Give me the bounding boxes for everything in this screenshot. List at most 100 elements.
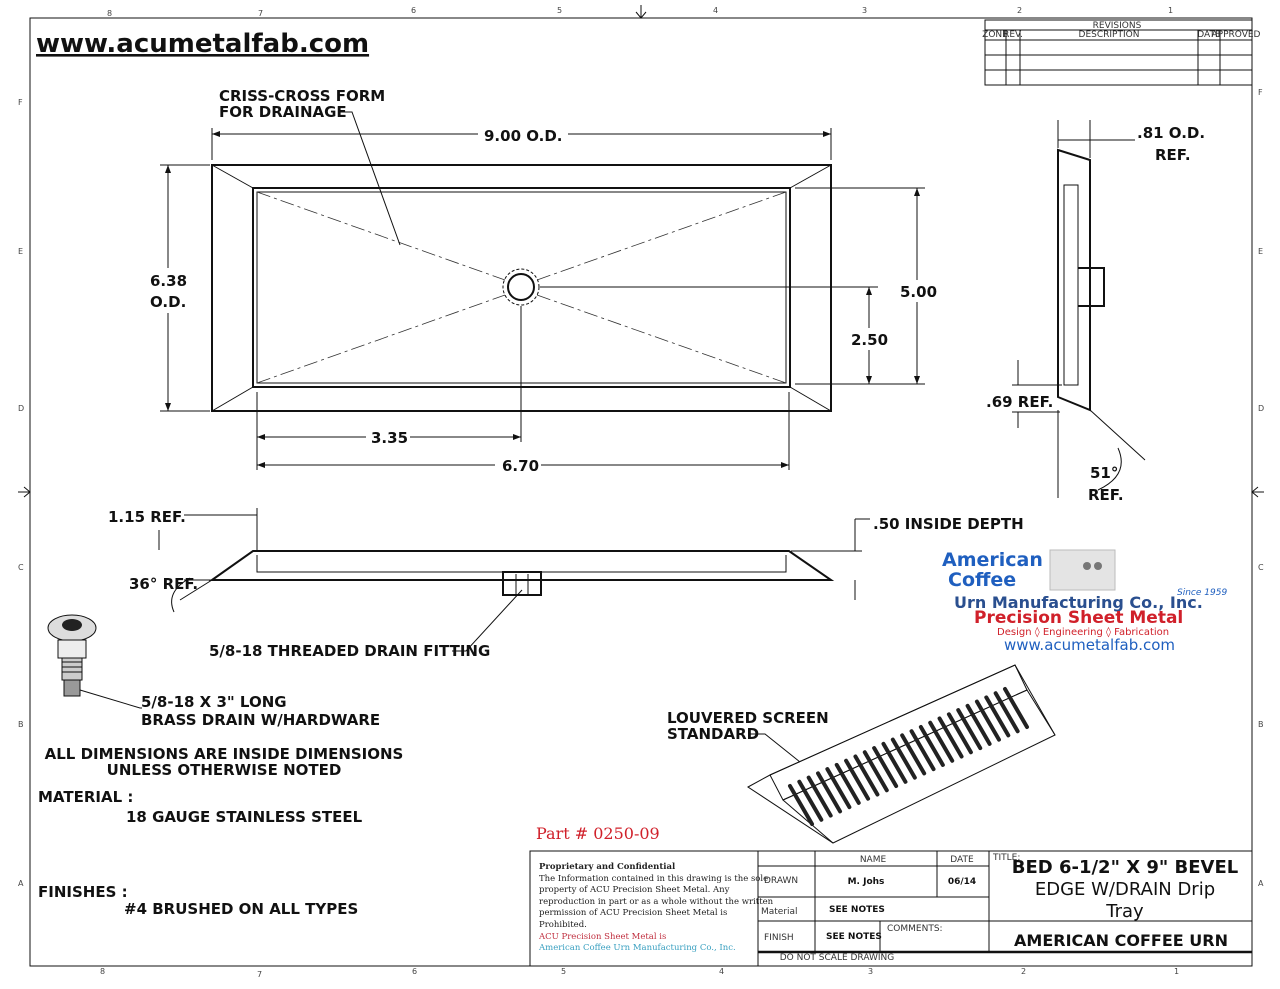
zone-a-right: A	[1258, 879, 1264, 888]
rev-col-date: DATE	[1197, 30, 1221, 40]
zone-f: F	[18, 98, 23, 107]
zone-1: 1	[1168, 6, 1173, 15]
zone-1-bottom: 1	[1174, 967, 1179, 976]
louver-slot	[890, 737, 917, 780]
rev-col-zone: ZONE	[982, 30, 1008, 40]
zone-7-bottom: 7	[257, 970, 262, 979]
callout-drainage: FOR DRAINAGE	[219, 103, 347, 121]
louver-slot	[900, 733, 927, 776]
drain-hole-outer	[502, 268, 540, 306]
confidential-line: permission of ACU Precision Sheet Metal …	[539, 908, 727, 918]
zone-4: 4	[713, 6, 718, 15]
louver-slot	[881, 741, 908, 784]
dim-ref-115: 1.15 REF.	[108, 508, 186, 526]
zone-e: E	[18, 247, 23, 256]
brass-drain-label: 5/8-18 X 3" LONG	[141, 693, 287, 711]
louver-slots	[788, 687, 1029, 826]
zone-b: B	[18, 720, 24, 729]
louver-slot	[956, 708, 983, 751]
louvered-screen-iso	[747, 664, 1056, 844]
website-header[interactable]: www.acumetalfab.com	[36, 29, 369, 59]
louver-slot	[909, 729, 936, 772]
dim-half-height: 2.50	[851, 331, 888, 349]
confidential-line: Prohibited.	[539, 920, 587, 930]
callout-drain-fitting: 5/8-18 THREADED DRAIN FITTING	[209, 642, 490, 660]
acu-line-2: American Coffee Urn Manufacturing Co., I…	[538, 943, 736, 953]
louver-slot	[937, 716, 964, 759]
finishes-value: #4 BRUSHED ON ALL TYPES	[124, 900, 358, 918]
top-view: 9.00 O.D. 6.38 O.D. 5.00 2.50 3.35 6.70 …	[150, 87, 937, 475]
tb-finish-label: FINISH	[764, 933, 794, 943]
zone-6-bottom: 6	[412, 967, 417, 976]
zone-5-bottom: 5	[561, 967, 566, 976]
dim-height-od-label: O.D.	[150, 293, 186, 311]
zone-7: 7	[258, 9, 263, 18]
front-view: 1.15 REF. 36° REF. .50 INSIDE DEPTH 5/8-…	[108, 508, 1024, 660]
side-view: .81 O.D. REF. .69 REF. 51° REF.	[986, 120, 1205, 504]
logo-tagline: Precision Sheet Metal	[974, 608, 1183, 628]
zone-3: 3	[862, 6, 867, 15]
material-value: 18 GAUGE STAINLESS STEEL	[126, 808, 363, 826]
logo-url[interactable]: www.acumetalfab.com	[1004, 636, 1175, 654]
logo-since: Since 1959	[1177, 588, 1227, 598]
logo-urn: Urn Manufacturing Co., Inc.	[954, 593, 1203, 612]
louver-slot	[834, 762, 861, 805]
louver-slot	[806, 775, 833, 818]
louver-slot	[872, 746, 899, 789]
company-name: AMERICAN COFFEE URN	[1014, 931, 1228, 950]
logo-coffee: Coffee	[948, 569, 1016, 591]
center-mark-right	[1251, 486, 1264, 498]
urn-image	[1049, 549, 1116, 591]
tb-material-label: Material	[761, 907, 798, 917]
louver-slot	[1003, 687, 1029, 729]
zone-2: 2	[1017, 6, 1022, 15]
callout-criss-cross: CRISS-CROSS FORM	[219, 87, 385, 105]
rev-col-approved: APPROVED	[1212, 30, 1261, 40]
brass-drain-illustration	[47, 614, 142, 709]
dim-angle-36: 36° REF.	[129, 575, 198, 593]
logo-services: Design ◊ Engineering ◊ Fabrication	[997, 626, 1169, 638]
dim-side-od-ref: REF.	[1155, 146, 1191, 164]
material-label: MATERIAL :	[38, 788, 133, 806]
dim-inner-width: 6.70	[502, 457, 539, 475]
dim-height-od: 6.38	[150, 272, 187, 290]
brass-drain-hardware: BRASS DRAIN W/HARDWARE	[141, 711, 380, 729]
drawn-label: DRAWN	[764, 876, 798, 886]
louver-slot	[862, 750, 889, 793]
finishes-label: FINISHES :	[38, 883, 128, 901]
zone-f-right: F	[1258, 88, 1263, 97]
louver-slot	[993, 691, 1020, 734]
drawn-name: M. Johs	[848, 877, 885, 887]
louver-slot	[844, 758, 871, 801]
zone-b-right: B	[1258, 720, 1264, 729]
zone-3-bottom: 3	[868, 967, 873, 976]
logo-american: American	[942, 549, 1043, 571]
acu-line: ACU Precision Sheet Metal is	[538, 932, 666, 942]
tb-material-value: SEE NOTES	[829, 905, 885, 915]
title-label: TITLE:	[992, 853, 1020, 863]
revisions-table: REVISIONS ZONE REV. DESCRIPTION DATE APP…	[982, 19, 1261, 86]
drawing-title-2: EDGE W/DRAIN Drip	[1035, 879, 1215, 900]
zone-c: C	[18, 563, 24, 572]
dim-inside-depth: .50 INSIDE DEPTH	[873, 515, 1024, 533]
zone-4-bottom: 4	[719, 967, 724, 976]
louver-slot	[928, 720, 955, 763]
tb-finish-value: SEE NOTES	[826, 932, 882, 942]
louvered-label: LOUVERED SCREEN	[667, 709, 829, 727]
dim-side-od: .81 O.D.	[1137, 124, 1205, 142]
confidential-line: reproduction in part or as a whole witho…	[539, 897, 774, 907]
dim-half-width: 3.35	[371, 429, 408, 447]
note-dimensions-2: UNLESS OTHERWISE NOTED	[107, 761, 342, 779]
zone-8: 8	[107, 9, 112, 18]
drawn-date: 06/14	[948, 877, 976, 887]
revisions-title: REVISIONS	[1093, 21, 1142, 31]
rev-col-description: DESCRIPTION	[1079, 30, 1140, 40]
louvered-standard: STANDARD	[667, 725, 759, 743]
dim-angle-51: 51°	[1090, 464, 1118, 482]
part-number: Part # 0250-09	[536, 824, 660, 843]
louver-slot	[918, 724, 945, 767]
dim-width-od: 9.00 O.D.	[484, 127, 563, 145]
drawing-title-1: BED 6-1/2" X 9" BEVEL	[1012, 857, 1239, 878]
zone-5: 5	[557, 6, 562, 15]
zone-e-right: E	[1258, 247, 1263, 256]
